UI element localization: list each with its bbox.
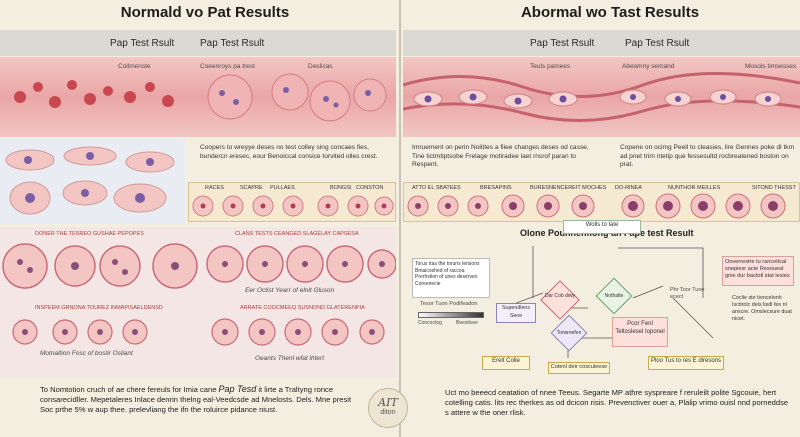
flow-diamond-top-label: Dar Cob diwy xyxy=(544,293,575,299)
flow-bottom-right: Ploo Tus to res E dlresons xyxy=(648,356,724,370)
left-group-b-caption: Eer Octist Yearr of elnit Gluson xyxy=(245,287,335,294)
right-row-label-5: Nunthor meilles xyxy=(668,185,721,191)
left-row-cells xyxy=(192,195,394,217)
flow-left-caption: Tesor Tuon Podifeadon xyxy=(420,301,478,307)
left-row-label-2: Scapre xyxy=(240,185,263,191)
left-row-label-5: Conston xyxy=(356,185,384,191)
right-tissue-cells xyxy=(403,71,800,122)
left-tissue-label-2: Coeenroys pa trest xyxy=(200,63,255,70)
left-tissue-label-1: Collmenste xyxy=(118,63,151,70)
flow-mid-box: Supendlens Sene xyxy=(496,303,536,323)
left-group-c-label: Inspeem Grnona Tourez Inmapisaeldensd xyxy=(35,305,163,311)
right-row-label-4: Do-rinea xyxy=(615,185,642,191)
left-tissue-label-3: Deslicas xyxy=(308,63,333,70)
left-footer-text: To Nomtotion cruch of ae chere fereuls f… xyxy=(40,384,360,415)
right-description-a: Imruement on perin Noitites a fiiee chan… xyxy=(412,144,589,168)
left-squamous-cells xyxy=(5,146,175,215)
left-group-a-label: Doner the Tesreo Gushae Pepopes xyxy=(35,231,144,237)
left-row-label-4: Bongsi xyxy=(330,185,352,191)
left-group-d-caption: Oeants Thenl wfat lhtert xyxy=(255,355,325,362)
right-row-label-6: Sitond Thesst xyxy=(752,185,796,191)
flow-bottom-mid: Cotenl deir cosculeese xyxy=(548,362,610,374)
right-tissue-label-1: Teuls pamees xyxy=(530,63,571,70)
right-row-label-1: Atto el sbatees xyxy=(412,185,461,191)
left-footer-body: To Nomtotion cruch of ae chere fereuls f… xyxy=(40,384,352,414)
flow-pink-mid: Coclie ste tioncelonh Isctirolc dels lis… xyxy=(732,295,792,322)
flow-diamond-bottom-label: Torwreefen xyxy=(556,330,582,336)
left-header-band xyxy=(0,30,396,56)
right-band-label-2: Pap Test Rsult xyxy=(625,38,690,49)
flow-pink-top: Ooverrestre tu ranceitcal snepiesr acte … xyxy=(722,256,794,286)
flow-scale-bar xyxy=(418,312,484,318)
left-row-label-1: Races xyxy=(205,185,224,191)
left-row-label-3: Pullaes xyxy=(270,185,295,191)
right-description-b: Copene on ocimg Peell to cleasies, lire … xyxy=(620,144,795,168)
flow-right-small: Phr Toor Tuoe ecect xyxy=(670,287,705,300)
ai-badge: AIT diton xyxy=(368,388,408,428)
left-group-cells-bottom xyxy=(12,318,385,346)
flow-top-box: Wolls to late xyxy=(563,220,641,234)
pap-test-emphasis: Pap Tesd xyxy=(218,384,257,394)
flow-diamond-right-label: Nnthatle xyxy=(604,293,624,299)
right-band-label-1: Pap Test Rsult xyxy=(530,38,595,49)
left-description: Coopers to wreyye deses no test colley s… xyxy=(200,144,378,160)
ai-badge-line-2: diton xyxy=(380,409,396,416)
left-band-label-2: Pap Test Rsult xyxy=(200,38,265,49)
flow-scale-a: Concoctog xyxy=(418,320,442,326)
left-group-d-label: Arrate Coocmeeq Susnond Glaterenpia xyxy=(240,305,365,311)
flow-bottom-left: Erelt Colle xyxy=(482,356,530,370)
right-row-label-2: Bresapins xyxy=(480,185,512,191)
right-row-cells xyxy=(407,193,786,219)
right-tissue-label-2: Abeomny semand xyxy=(622,63,675,70)
right-title: Abormal wo Tast Results xyxy=(520,4,700,21)
flow-scale-b: Beesticee xyxy=(456,320,478,326)
right-footer-text: Uct mo beeecd ceatation of nnee Teeus. S… xyxy=(445,388,789,417)
left-group-cells-top xyxy=(2,243,396,289)
flow-pink-center: Pcor Fenl Teltoslesel Ioponel xyxy=(612,317,668,347)
left-band-label-1: Pap Test Rsult xyxy=(110,38,175,49)
right-tissue-label-3: Mosols timsesses xyxy=(745,63,797,70)
ai-badge-line-1: AIT xyxy=(378,396,398,409)
left-group-c-caption: Motnaltion Fosc of bostir Osliant xyxy=(40,350,133,357)
flow-left-note: Torus rtas the toruns tersions Bmaicoshe… xyxy=(412,258,490,298)
center-divider xyxy=(399,0,401,437)
left-title: Normald vo Pat Results xyxy=(120,4,290,21)
left-group-b-label: Clans tests Ceanged Slagelay Capsesa xyxy=(235,231,359,237)
right-header-band xyxy=(403,30,800,56)
right-row-label-3: Buresnencereit Moches xyxy=(530,185,607,191)
left-tissue-cells xyxy=(14,73,387,122)
